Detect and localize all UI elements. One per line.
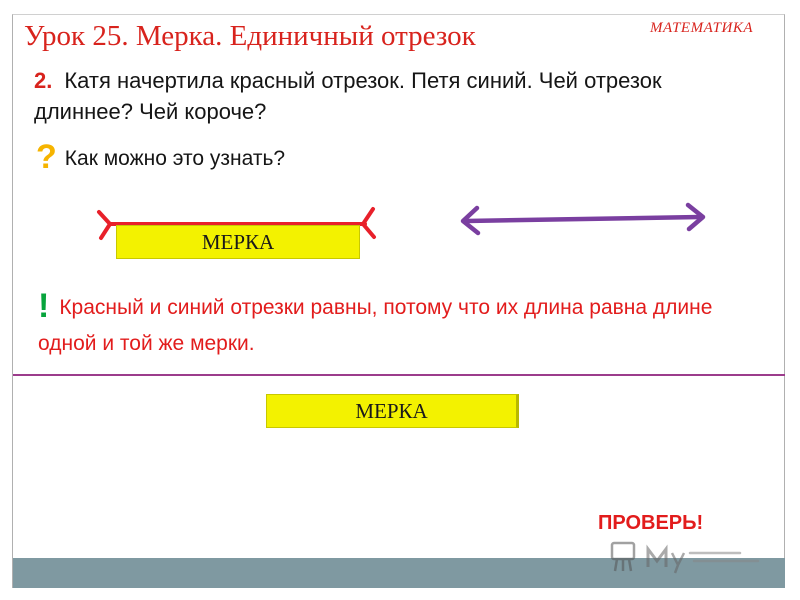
exclamation-mark-icon: ! [38, 287, 50, 325]
myshared-logo-icon [610, 541, 760, 574]
measure-ruler-top[interactable]: МЕРКА [116, 225, 360, 259]
slide-frame [12, 14, 785, 588]
task-text: Катя начертила красный отрезок. Петя син… [34, 68, 662, 124]
ruler-label: МЕРКА [201, 229, 275, 254]
measure-ruler-bottom[interactable]: МЕРКА [266, 394, 519, 428]
divider-line [13, 374, 785, 376]
question-mark-icon: ? [36, 138, 57, 176]
slide-title: Урок 25. Мерка. Единичный отрезок [24, 20, 476, 52]
answer-block: !Красный и синий отрезки равны, потому ч… [38, 288, 758, 362]
subject-label: МАТЕМАТИКА [650, 20, 753, 36]
bottom-bar [13, 558, 785, 588]
task-number: 2. [34, 68, 53, 93]
red-segment [97, 207, 376, 240]
question-block: ? Как можно это узнать? [36, 138, 285, 177]
answer-text: Красный и синий отрезки равны, потому чт… [38, 296, 713, 355]
task-text-block: 2.Катя начертила красный отрезок. Петя с… [34, 65, 734, 127]
ruler-label: МЕРКА [355, 398, 428, 423]
purple-segment [460, 202, 706, 236]
question-text: Как можно это узнать? [64, 147, 286, 170]
check-button[interactable]: ПРОВЕРЬ! [598, 512, 704, 534]
